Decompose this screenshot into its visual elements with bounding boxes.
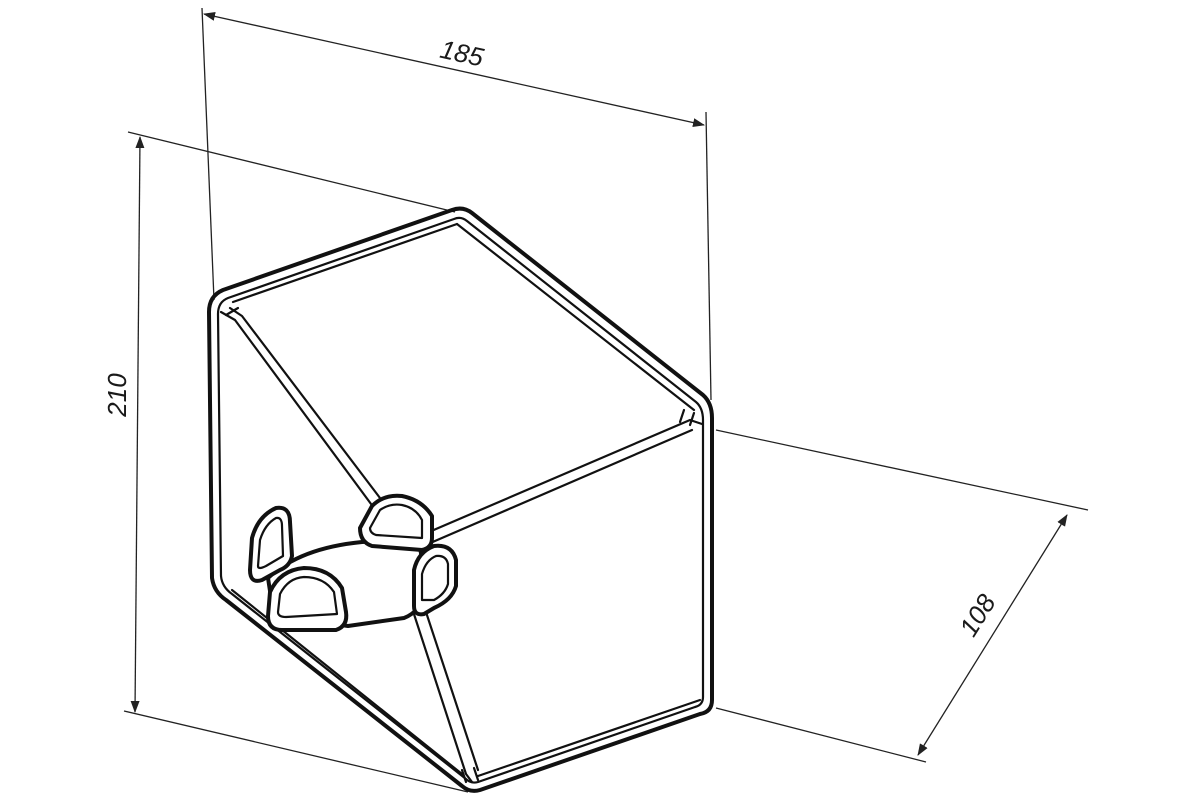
diagonal-edge-left-inner (228, 306, 382, 500)
wire-basket (207, 206, 714, 793)
diagonal-edge-left (219, 310, 376, 510)
right-joint (678, 408, 696, 427)
extension-line-right (705, 111, 712, 401)
extension-line-top (127, 131, 456, 213)
center-hub (248, 493, 458, 632)
dimension-label-height: 210 (102, 373, 132, 418)
dimension-depth: 108 (715, 429, 1089, 763)
dimension-height: 210 (102, 131, 469, 793)
dimension-line-depth (917, 514, 1068, 756)
hub-lug-right (412, 543, 458, 617)
top-right-edge (455, 222, 696, 412)
extension-line-left (201, 7, 215, 301)
bottom-right-edge (476, 698, 702, 778)
dimension-line-height (130, 136, 145, 713)
middle-edge-right-inner (426, 428, 694, 546)
extension-line-bottom (123, 710, 469, 793)
diagonal-edge-bottom (410, 606, 474, 784)
hub-lug-front (266, 566, 349, 632)
hub-lug-left (248, 505, 294, 583)
basket-outer-frame-inner (216, 216, 705, 784)
middle-edge-right (420, 418, 704, 537)
hub-lug-top (358, 493, 434, 552)
left-joint (224, 306, 240, 317)
extension-line-depth-top (715, 429, 1089, 511)
bottom-joint (460, 766, 480, 784)
top-back-edge (231, 222, 459, 304)
dimension-label-depth: 108 (953, 588, 1002, 641)
basket-outer-frame (207, 206, 714, 793)
diagonal-edge-bottom-inner (422, 604, 480, 772)
extension-line-depth-bottom (715, 707, 927, 763)
dimension-line-width (203, 11, 705, 128)
